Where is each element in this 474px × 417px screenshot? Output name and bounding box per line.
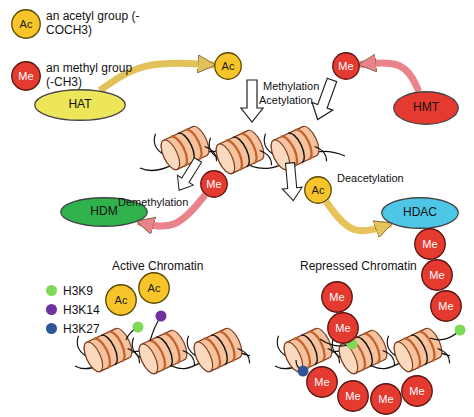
legend-text: H3K27 bbox=[63, 322, 100, 336]
text-label: Demethylation bbox=[118, 196, 188, 209]
enzyme-ellipse: HAT bbox=[34, 89, 126, 121]
methyl-group-circle: Me bbox=[200, 170, 228, 198]
node-shape bbox=[12, 62, 41, 91]
node-shape bbox=[215, 53, 242, 80]
node-shape bbox=[338, 381, 369, 412]
node-text: Me bbox=[329, 291, 344, 303]
node-shape bbox=[139, 273, 170, 304]
legend-swatch bbox=[46, 323, 57, 334]
node-shape bbox=[431, 291, 462, 322]
enzyme-arrow bbox=[360, 63, 419, 91]
legend-row: H3K27 bbox=[46, 319, 100, 338]
node-text: Me bbox=[18, 70, 33, 82]
text-label: Methylation bbox=[263, 80, 319, 93]
legend-row: H3K9 bbox=[46, 281, 100, 300]
node-text: Me bbox=[206, 178, 221, 190]
acetyl-group-circle: Ac bbox=[138, 272, 170, 304]
node-text: HDAC bbox=[403, 206, 437, 219]
node-text: Me bbox=[438, 300, 453, 312]
text-label: Repressed Chromatin bbox=[300, 260, 417, 274]
methyl-group-circle: Me bbox=[337, 380, 369, 412]
enzyme-ellipse: HDAC bbox=[381, 197, 459, 229]
methyl-group-circle: Me bbox=[421, 259, 453, 291]
legend-swatch bbox=[46, 304, 57, 315]
node-shape bbox=[422, 260, 453, 291]
node-text: Ac bbox=[222, 60, 235, 72]
legend-text: H3K9 bbox=[63, 284, 93, 298]
node-shape bbox=[12, 10, 41, 39]
nucleosome bbox=[129, 319, 196, 386]
node-shape bbox=[333, 53, 360, 80]
process-arrow bbox=[171, 155, 206, 195]
methyl-group-circle: Me bbox=[327, 312, 359, 344]
node-text: HAT bbox=[68, 98, 91, 111]
node-text: Me bbox=[429, 269, 444, 281]
acetyl-group-circle: Ac bbox=[304, 176, 332, 204]
nucleosome bbox=[384, 317, 451, 384]
legend: H3K9H3K14H3K27 bbox=[46, 281, 100, 338]
node-shape bbox=[307, 367, 338, 398]
node-shape bbox=[371, 384, 402, 415]
node-shape bbox=[106, 285, 137, 316]
node-text: Me bbox=[345, 390, 360, 402]
legend-row: H3K14 bbox=[46, 300, 100, 319]
text-label: Active Chromatin bbox=[112, 260, 203, 274]
node-text: Ac bbox=[312, 184, 325, 196]
acetyl-group-circle: Ac bbox=[214, 52, 242, 80]
node-text: Ac bbox=[148, 282, 161, 294]
node-text: Me bbox=[422, 238, 437, 250]
h3k9-site bbox=[455, 325, 466, 336]
node-shape bbox=[394, 92, 459, 125]
node-text: Me bbox=[338, 60, 353, 72]
text-label: Acetylation bbox=[259, 94, 313, 107]
methyl-group-circle: Me bbox=[306, 366, 338, 398]
nucleosome bbox=[329, 319, 396, 386]
methyl-group-circle: Me bbox=[430, 290, 462, 322]
methyl-group-circle: Me bbox=[370, 383, 402, 415]
node-shape bbox=[328, 313, 359, 344]
node-shape bbox=[402, 376, 433, 407]
methyl-group-circle: Me bbox=[401, 375, 433, 407]
node-text: Me bbox=[378, 393, 393, 405]
node-text: HDM bbox=[90, 205, 117, 218]
h3k9-site bbox=[133, 322, 144, 333]
h3k27-site bbox=[298, 366, 309, 377]
enzyme-arrow bbox=[326, 201, 391, 230]
node-shape bbox=[305, 177, 332, 204]
node-shape bbox=[382, 198, 459, 229]
process-arrow bbox=[280, 162, 303, 201]
node-shape bbox=[201, 171, 228, 198]
h3k14-site bbox=[156, 311, 167, 322]
methyl-group-circle: Me bbox=[414, 228, 446, 260]
node-text: Me bbox=[335, 322, 350, 334]
methyl-group-circle: Me bbox=[321, 281, 353, 313]
node-shape bbox=[322, 282, 353, 313]
node-shape bbox=[35, 90, 126, 121]
acetyl-group-circle: Ac bbox=[11, 9, 41, 39]
acetyl-group-circle: Ac bbox=[105, 284, 137, 316]
methyl-group-circle: Me bbox=[332, 52, 360, 80]
node-text: Me bbox=[314, 376, 329, 388]
node-text: Ac bbox=[20, 18, 33, 30]
methyl-group-circle: Me bbox=[11, 61, 41, 91]
legend-text: H3K14 bbox=[63, 303, 100, 317]
node-text: Ac bbox=[115, 294, 128, 306]
enzyme-ellipse: HMT bbox=[393, 91, 459, 125]
text-label: an methyl group (-CH3) bbox=[46, 62, 141, 90]
legend-swatch bbox=[46, 285, 57, 296]
node-text: Me bbox=[409, 385, 424, 397]
text-label: an acetyl group (-COCH3) bbox=[46, 10, 141, 38]
node-shape bbox=[415, 229, 446, 260]
node-text: HMT bbox=[413, 101, 439, 114]
nucleosome bbox=[184, 317, 251, 384]
text-label: Deacetylation bbox=[337, 172, 404, 185]
